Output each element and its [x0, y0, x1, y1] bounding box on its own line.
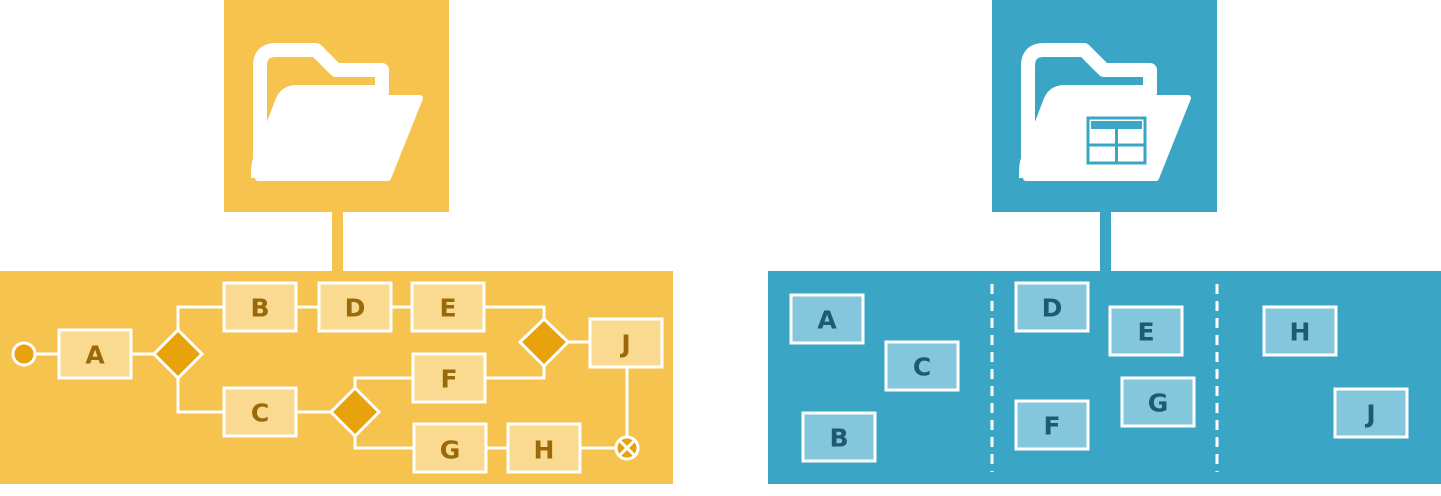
folder-table-icon	[1019, 43, 1191, 181]
case-task-j-label: J	[1364, 400, 1375, 429]
case-task-e-label: E	[1137, 318, 1154, 347]
task-j-label: J	[619, 330, 630, 359]
folder-icon	[251, 43, 423, 181]
case-task-g-label: G	[1148, 389, 1169, 418]
case-task-g: G	[1120, 376, 1196, 428]
case-task-c: C	[884, 340, 960, 392]
task-e: E	[410, 281, 486, 333]
case-task-f-label: F	[1043, 412, 1060, 441]
task-c: C	[222, 386, 298, 438]
task-b-label: B	[250, 294, 269, 323]
task-j: J	[588, 317, 664, 369]
case-task-h: H	[1262, 305, 1338, 357]
case-task-d-label: D	[1042, 294, 1063, 323]
case-task-b-label: B	[829, 424, 848, 453]
left-diagram: A B D E J C F G	[0, 0, 673, 484]
task-c-label: C	[251, 399, 269, 428]
case-task-a: A	[789, 293, 865, 345]
right-connector	[1100, 212, 1111, 272]
case-task-h-label: H	[1290, 318, 1311, 347]
gateway-split-1	[151, 327, 205, 381]
case-task-b: B	[801, 411, 877, 463]
end-event	[614, 435, 640, 461]
table-icon	[1086, 116, 1147, 165]
task-h: H	[506, 422, 582, 474]
right-diagram: A C B D E G F H	[768, 0, 1441, 484]
task-a: A	[57, 328, 133, 380]
task-e-label: E	[439, 294, 456, 323]
task-g: G	[412, 422, 488, 474]
task-f-label: F	[440, 365, 457, 394]
process-flow-lines	[36, 305, 629, 450]
task-a-label: A	[85, 341, 105, 370]
case-task-a-label: A	[817, 306, 837, 335]
case-task-c-label: C	[913, 353, 931, 382]
task-f: F	[411, 352, 487, 404]
task-d: D	[317, 281, 393, 333]
gateway-split-2	[328, 385, 382, 439]
task-b: B	[222, 281, 298, 333]
left-connector	[332, 212, 343, 272]
case-task-f: F	[1014, 399, 1090, 451]
task-d-label: D	[345, 294, 366, 323]
gateway-merge	[517, 316, 571, 369]
task-h-label: H	[534, 436, 555, 465]
task-g-label: G	[440, 436, 461, 465]
case-task-d: D	[1014, 281, 1090, 333]
start-event	[11, 341, 37, 367]
case-task-e: E	[1108, 305, 1184, 357]
case-task-j: J	[1333, 387, 1409, 439]
